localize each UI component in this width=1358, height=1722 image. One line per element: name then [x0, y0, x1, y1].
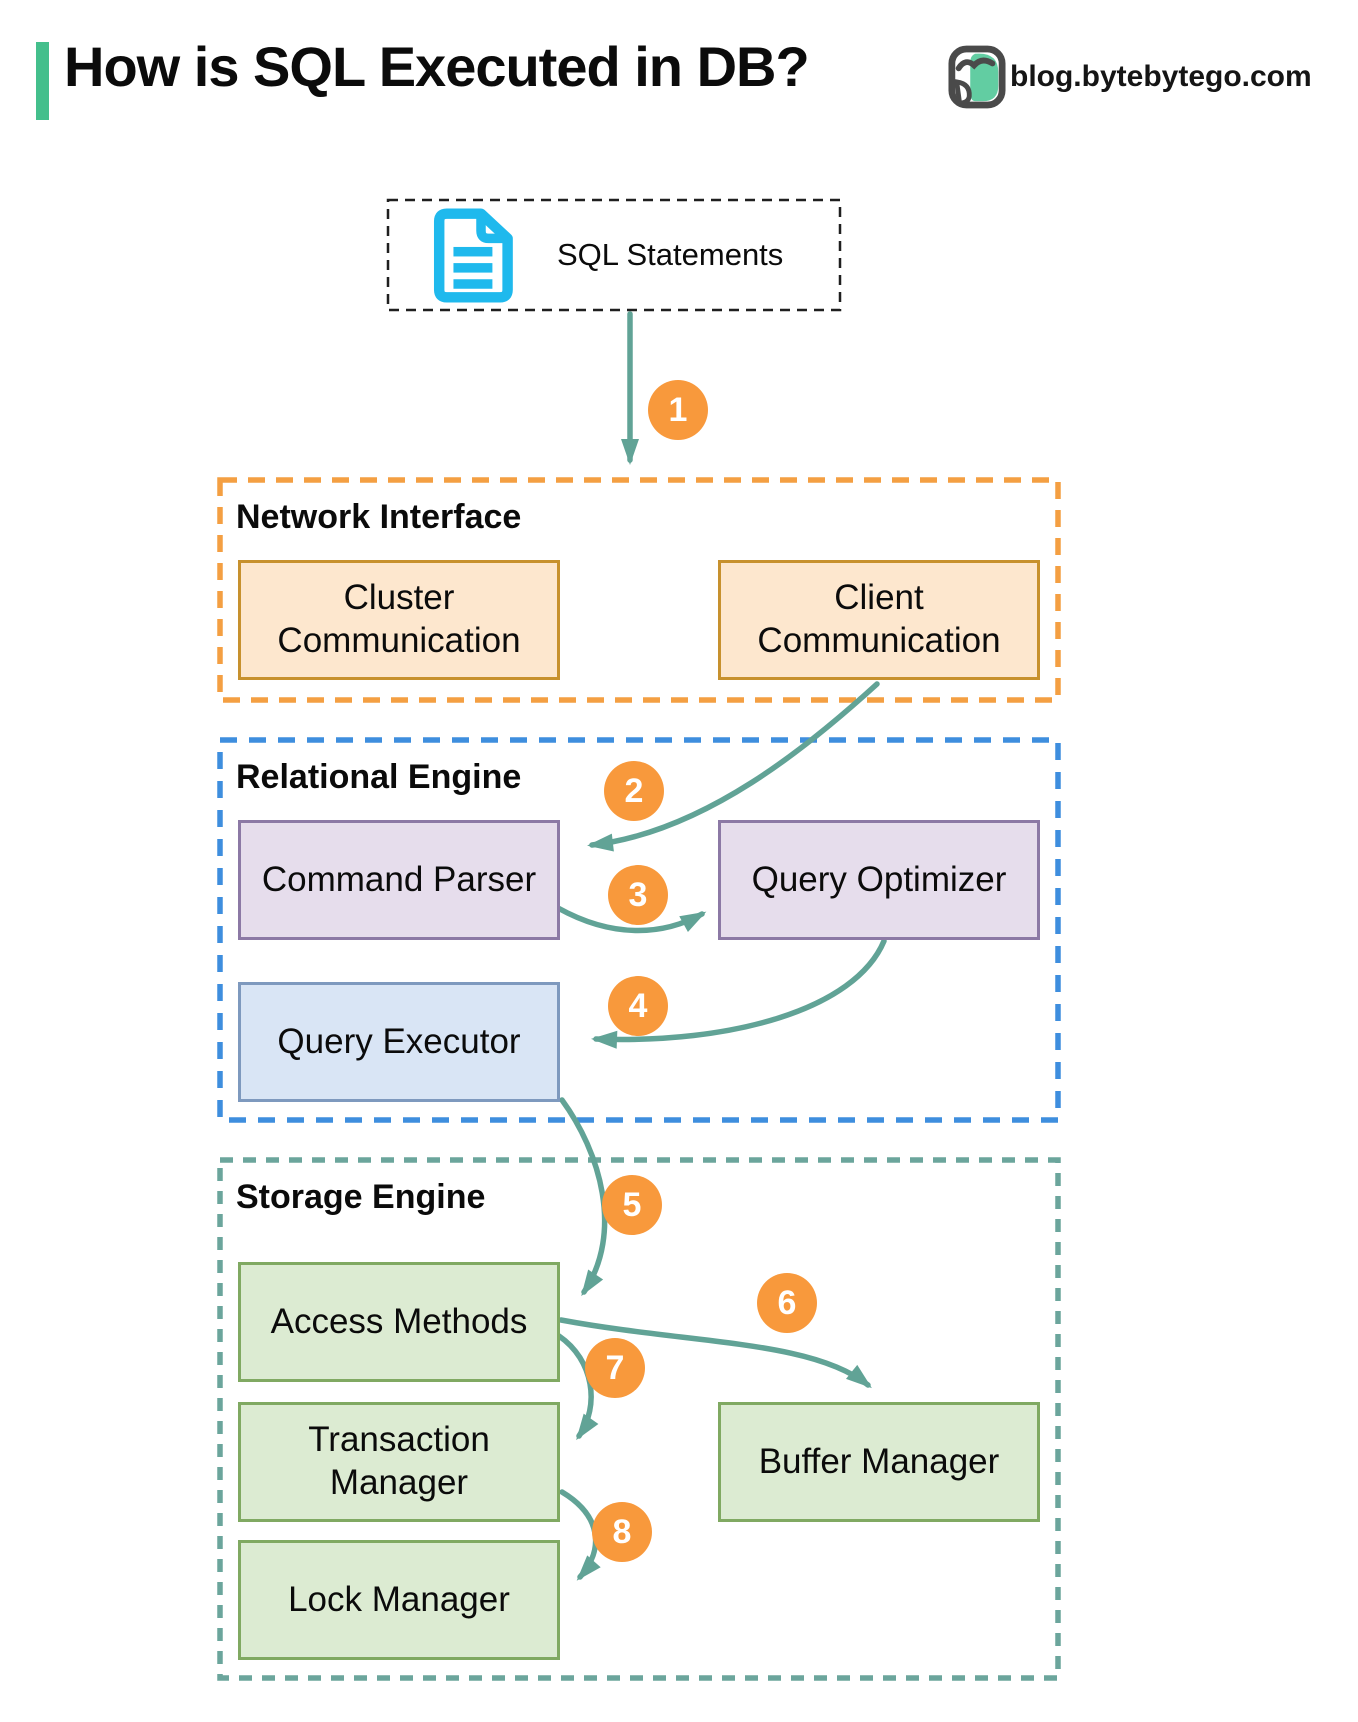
- step-badge-8: 8: [592, 1502, 652, 1562]
- bytebytego-logo-icon: [948, 45, 1006, 109]
- step-badge-2: 2: [604, 761, 664, 821]
- step-badge-4: 4: [608, 976, 668, 1036]
- box-client-communication: Client Communication: [718, 560, 1040, 680]
- header-accent-bar: [36, 42, 49, 120]
- box-access-methods: Access Methods: [238, 1262, 560, 1382]
- section-title-relational-engine: Relational Engine: [236, 758, 522, 796]
- step-badge-1: 1: [648, 380, 708, 440]
- box-command-parser: Command Parser: [238, 820, 560, 940]
- step-badge-6: 6: [757, 1273, 817, 1333]
- brand: blog.bytebytego.com: [948, 44, 1312, 110]
- box-lock-manager: Lock Manager: [238, 1540, 560, 1660]
- box-buffer-manager: Buffer Manager: [718, 1402, 1040, 1522]
- document-icon: [433, 207, 513, 303]
- section-title-network-interface: Network Interface: [236, 498, 522, 536]
- box-cluster-communication: Cluster Communication: [238, 560, 560, 680]
- step-badge-5: 5: [602, 1175, 662, 1235]
- box-transaction-manager: Transaction Manager: [238, 1402, 560, 1522]
- page-title: How is SQL Executed in DB?: [64, 35, 810, 98]
- box-query-optimizer: Query Optimizer: [718, 820, 1040, 940]
- sql-statements-box: SQL Statements: [388, 200, 840, 310]
- sql-statements-label: SQL Statements: [557, 237, 784, 272]
- arrow-7: [556, 1333, 599, 1441]
- box-query-executor: Query Executor: [238, 982, 560, 1102]
- step-badge-7: 7: [585, 1338, 645, 1398]
- brand-text: blog.bytebytego.com: [1010, 60, 1312, 93]
- arrow-5: [559, 1097, 608, 1297]
- step-badge-3: 3: [608, 865, 668, 925]
- arrow-8: [559, 1489, 601, 1581]
- section-title-storage-engine: Storage Engine: [236, 1178, 486, 1216]
